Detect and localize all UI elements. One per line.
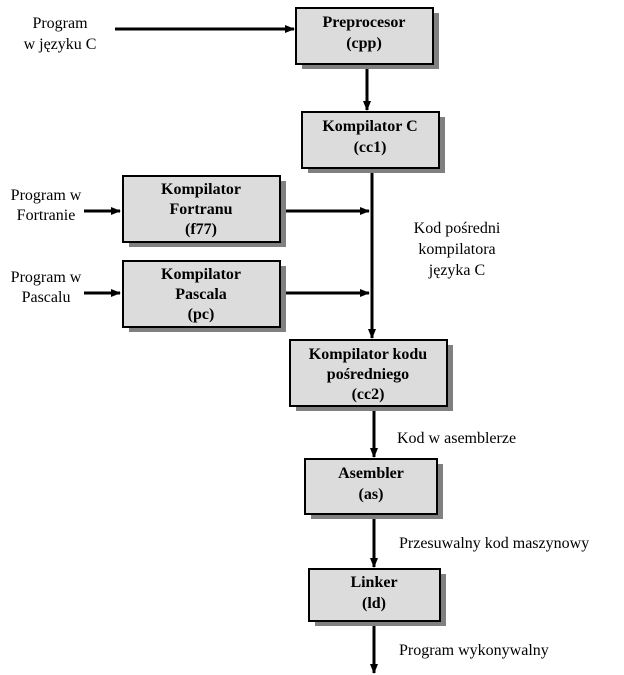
input-label-c-line1: Program [32,15,88,32]
box-assembler: Asembler (as) [304,458,443,519]
box-pascal-compiler-id: (pc) [188,306,215,323]
arrows [84,25,378,674]
label-intermediate-code-line1: Kod pośredni [414,220,501,237]
label-intermediate-code: Kod pośredni kompilatora języka C [414,220,501,279]
box-c-compiler: Kompilator C (cc1) [301,111,445,173]
box-intermediate-compiler-id: (cc2) [352,386,385,403]
input-label-c: Program w języku C [24,15,97,53]
box-pascal-compiler: Kompilator Pascala (pc) [122,260,286,332]
input-label-fortran: Program w Fortranie [11,187,82,224]
box-intermediate-compiler: Kompilator kodu pośredniego (cc2) [289,339,453,411]
label-relocatable-code: Przesuwalny kod maszynowy [399,535,589,552]
box-assembler-title: Asembler [338,465,404,482]
box-linker-title: Linker [350,574,397,591]
label-intermediate-code-line3: języka C [428,262,485,279]
box-fortran-compiler-id: (f77) [185,221,217,238]
box-intermediate-compiler-line2: pośredniego [327,366,409,383]
box-pascal-compiler-line2: Pascala [175,286,227,303]
box-preprocessor-title: Preprocesor [323,14,406,31]
input-label-pascal-line2: Pascalu [22,289,71,306]
input-label-fortran-line2: Fortranie [17,207,76,224]
input-label-fortran-line1: Program w [11,187,82,204]
box-pascal-compiler-line1: Kompilator [161,266,241,283]
box-c-compiler-title: Kompilator C [322,118,417,135]
box-c-compiler-id: (cc1) [354,139,387,156]
box-preprocessor-id: (cpp) [346,35,382,52]
label-executable-program: Program wykonywalny [399,642,549,659]
box-preprocessor: Preprocesor (cpp) [295,7,439,69]
box-fortran-compiler: Kompilator Fortranu (f77) [122,175,286,247]
label-assembly-code: Kod w asemblerze [397,430,516,447]
box-assembler-id: (as) [359,486,384,503]
box-intermediate-compiler-line1: Kompilator kodu [309,346,428,363]
input-label-pascal: Program w Pascalu [11,269,82,306]
box-linker: Linker (ld) [308,568,446,626]
input-label-c-line2: w języku C [24,36,97,53]
box-fortran-compiler-line2: Fortranu [169,201,232,218]
input-label-pascal-line1: Program w [11,269,82,286]
box-linker-id: (ld) [362,595,386,612]
box-fortran-compiler-line1: Kompilator [161,181,241,198]
label-intermediate-code-line2: kompilatora [418,241,495,258]
